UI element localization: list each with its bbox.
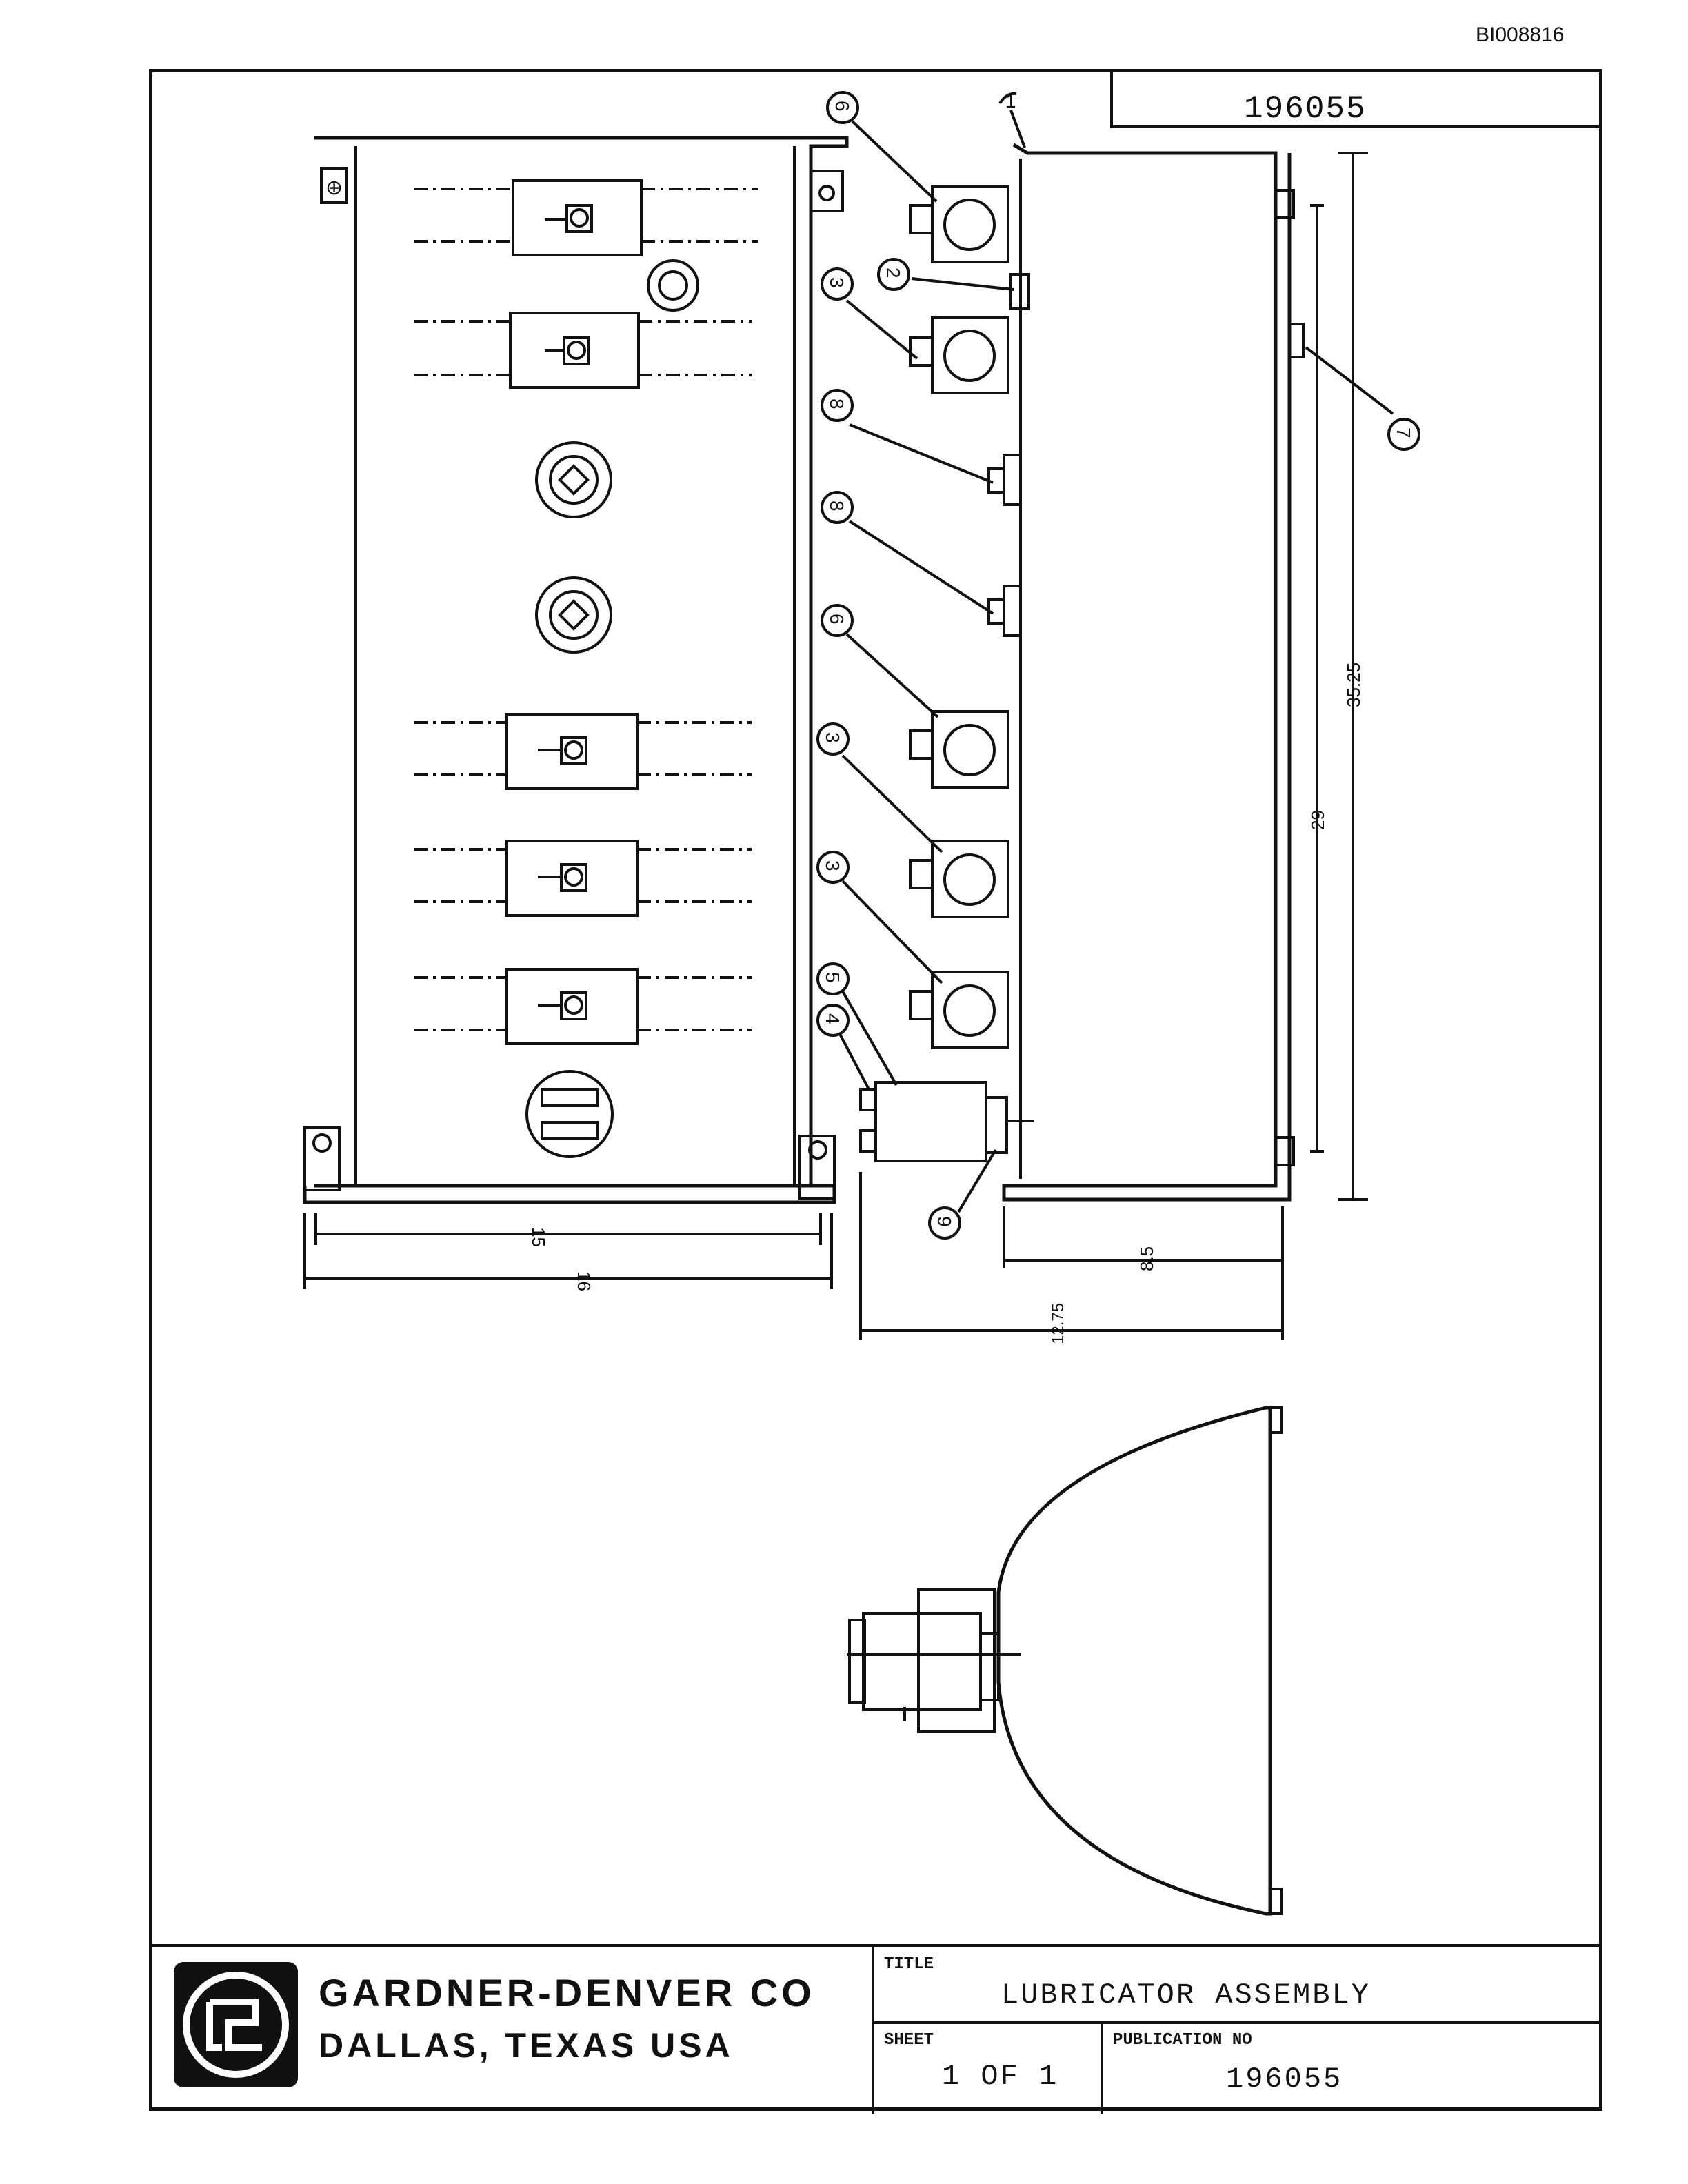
publication-label: PUBLICATION NO <box>1113 2031 1252 2050</box>
publication-number: 196055 <box>1226 2063 1343 2096</box>
top-view <box>847 1406 1283 1916</box>
dim-15: 15 <box>528 1227 549 1247</box>
callout-8-a: 8 <box>826 398 847 410</box>
dim-35-25: 35.25 <box>1343 663 1364 707</box>
callout-3-b: 3 <box>822 732 843 743</box>
top-publication-box: 196055 <box>1110 72 1600 128</box>
callout-6-top: 6 <box>832 101 853 112</box>
side-view <box>816 91 1420 1340</box>
callout-5: 5 <box>822 972 843 983</box>
company-location: DALLAS, TEXAS USA <box>319 2026 734 2065</box>
callout-6-b: 6 <box>826 614 847 625</box>
dim-29: 29 <box>1307 810 1328 830</box>
top-publication-number: 196055 <box>1244 91 1367 127</box>
callout-9: 9 <box>934 1216 955 1227</box>
callout-2: 2 <box>883 267 904 279</box>
switch-module <box>414 179 758 256</box>
callout-1: 1 <box>1005 90 1016 112</box>
callout-3-c: 3 <box>822 860 843 871</box>
title-label: TITLE <box>884 1955 934 1974</box>
title-block: GARDNER-DENVER CO DALLAS, TEXAS USA TITL… <box>149 1944 1602 2114</box>
drawing-title: LUBRICATOR ASSEMBLY <box>1001 1979 1371 2012</box>
callout-3-a: 3 <box>826 277 847 288</box>
dim-8-5: 8.5 <box>1136 1246 1157 1271</box>
dim-12-75: 12.75 <box>1049 1303 1067 1344</box>
dim-16: 16 <box>574 1271 594 1291</box>
title-block-divider <box>872 1947 874 2114</box>
switch-module <box>414 968 752 1045</box>
switch-module <box>414 840 752 917</box>
drawing-frame <box>149 69 1602 2111</box>
title-block-cell-divider <box>1101 2021 1103 2114</box>
callout-8-b: 8 <box>826 501 847 512</box>
svg-text:⊕: ⊕ <box>325 176 343 199</box>
gardner-denver-logo-icon <box>174 1962 298 2087</box>
document-id: BI008816 <box>1476 23 1565 46</box>
lubricator-drawing: ⊕ <box>303 90 1420 1916</box>
switch-module <box>414 312 752 389</box>
callout-7: 7 <box>1393 427 1414 438</box>
title-block-row-divider <box>872 2021 1602 2024</box>
callout-4: 4 <box>822 1013 843 1024</box>
sheet-label: SHEET <box>884 2031 934 2050</box>
company-name: GARDNER-DENVER CO <box>319 1971 815 2014</box>
front-panel-view: ⊕ <box>303 136 849 1289</box>
sheet-value: 1 OF 1 <box>942 2060 1059 2093</box>
switch-module <box>414 713 752 790</box>
